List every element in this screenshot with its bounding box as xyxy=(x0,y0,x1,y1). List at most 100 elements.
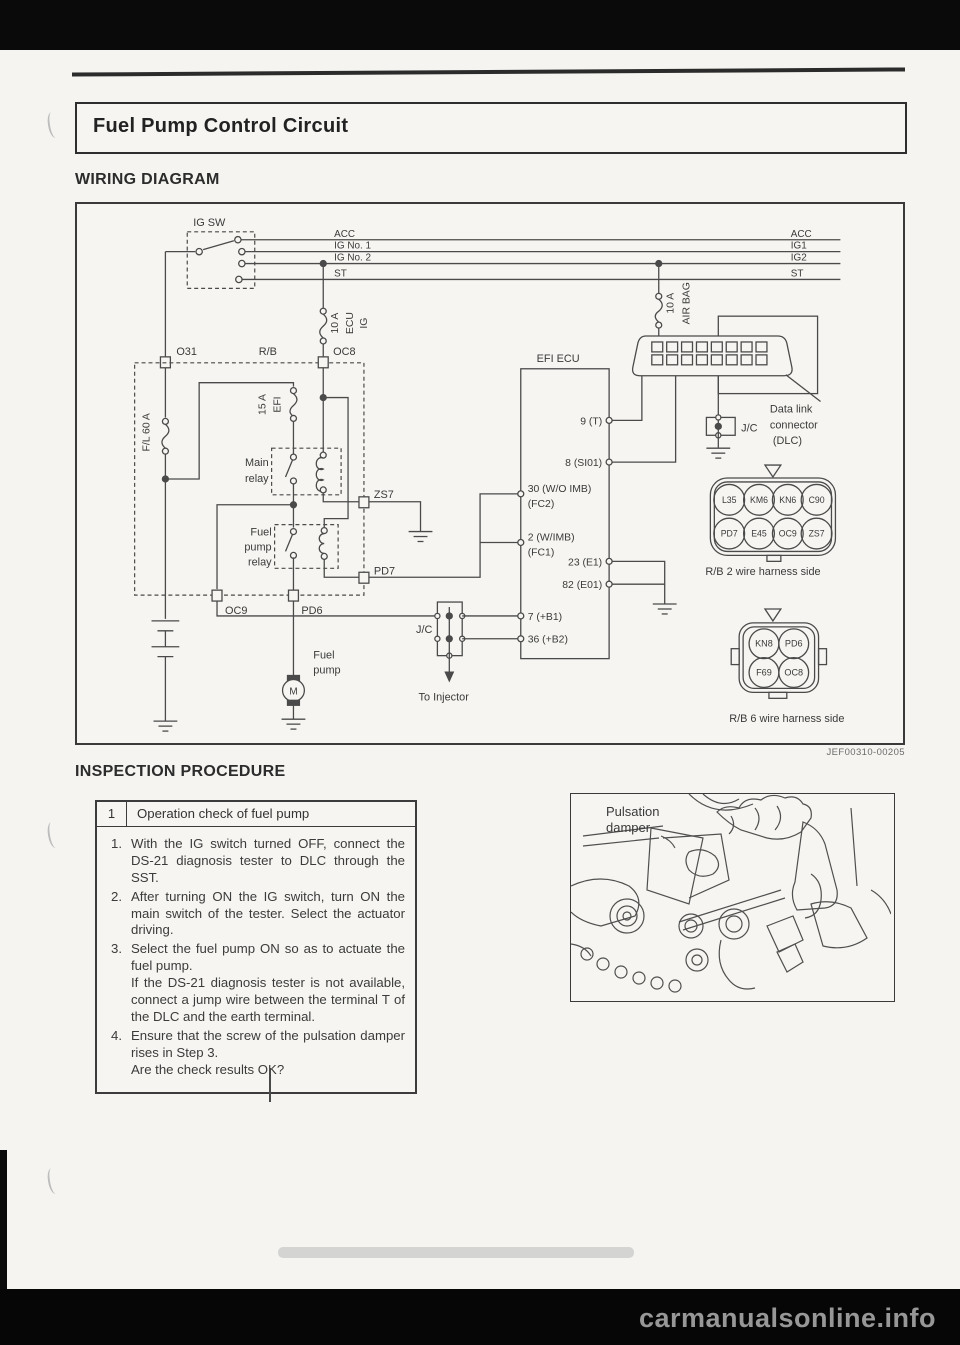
ignition-bus-lines xyxy=(240,239,841,281)
fuel-pump-relay-label-3: relay xyxy=(248,556,272,568)
rb2-harness-connector xyxy=(709,464,837,562)
rb6-harness-connector xyxy=(730,608,828,699)
scan-bottom-black-bar: carmanualsonline.info xyxy=(0,1289,960,1345)
line-st-label: ST xyxy=(334,268,347,279)
inspection-procedure-heading: INSPECTION PROCEDURE xyxy=(75,763,286,780)
pin-36-label: 36 (+B2) xyxy=(528,635,568,646)
pin-2b-label: (FC1) xyxy=(528,547,555,558)
harness4-caption: R/B 6 wire harness side xyxy=(729,713,844,725)
fuel-pump-label-2: pump xyxy=(313,665,340,677)
bus-ig2-label: IG2 xyxy=(791,253,807,264)
pin-7-label: 7 (+B1) xyxy=(528,612,562,623)
pd6-connector xyxy=(287,589,300,602)
step-header-row: 1 Operation check of fuel pump xyxy=(97,802,415,827)
pin-82-label: 82 (E01) xyxy=(562,580,602,591)
harness8-caption: R/B 2 wire harness side xyxy=(705,566,820,578)
oc9-connector xyxy=(211,589,223,602)
harness8-pin-oc9: OC9 xyxy=(779,529,797,539)
zs7-ground-path xyxy=(322,492,433,543)
harness4-pin-kn8: KN8 xyxy=(755,639,773,649)
oc9-to-jc xyxy=(216,601,438,617)
list-item: 2. After turning ON the IG switch, turn … xyxy=(111,888,405,938)
header-rule xyxy=(71,67,906,77)
harness4-pin-pd6: PD6 xyxy=(785,639,803,649)
bus-acc-label: ACC xyxy=(791,229,812,240)
efi-fuse-branch xyxy=(165,382,298,480)
pulsation-damper-figure: Pulsation damper xyxy=(570,793,895,1002)
pulsation-damper-label-2: damper xyxy=(606,820,651,835)
jc-lower-label: J/C xyxy=(416,624,432,636)
pulsation-damper-label-1: Pulsation xyxy=(606,804,659,819)
efi-fuse-label-2: EFI xyxy=(273,396,284,412)
efi-ecu-label: EFI ECU xyxy=(537,353,580,365)
fuel-pump-relay-label-1: Fuel xyxy=(250,527,271,539)
step-title: Operation check of fuel pump xyxy=(137,806,310,821)
step-body: 1. With the IG switch turned OFF, connec… xyxy=(97,827,415,1092)
pin-30-label: 30 (W/O IMB) xyxy=(528,484,592,495)
zs7-label: ZS7 xyxy=(374,489,394,501)
scan-curl-mark xyxy=(45,821,62,849)
harness8-pin-pd7: PD7 xyxy=(721,529,738,539)
ecu-ig-fuse-branch xyxy=(317,259,349,528)
ecu-ig-fuse-label-1: 10 A xyxy=(330,313,341,334)
oc9-label: OC9 xyxy=(225,605,247,617)
main-relay-label-2: relay xyxy=(245,473,269,485)
efi-fuse-label-1: 15 A xyxy=(258,394,269,415)
wiring-diagram: IG SW ACC IG No. 1 IG No. 2 ST ACC IG1 I… xyxy=(75,202,905,745)
pd7-label: PD7 xyxy=(374,565,395,577)
page-title: Fuel Pump Control Circuit xyxy=(93,115,349,137)
motor-label: M xyxy=(289,686,297,697)
harness8-pin-c90: C90 xyxy=(809,495,825,505)
ig-sw-label: IG SW xyxy=(193,217,226,229)
bus-ig1-label: IG1 xyxy=(791,241,807,252)
scan-top-black-bar xyxy=(0,0,960,50)
harness4-pin-f69: F69 xyxy=(756,668,772,678)
relay-block-box xyxy=(134,362,365,596)
dlc-label-3: (DLC) xyxy=(773,435,802,447)
pd6-label: PD6 xyxy=(301,605,322,617)
line-ig-no1-label: IG No. 1 xyxy=(334,241,371,252)
line-acc-label: ACC xyxy=(334,229,355,240)
scan-smudge xyxy=(278,1247,634,1258)
harness8-pin-e45: E45 xyxy=(751,529,767,539)
airbag-fuse-label-1: 10 A xyxy=(666,293,677,314)
scan-curl-mark xyxy=(45,1167,62,1195)
battery-feed-line xyxy=(159,251,172,619)
pin-2-label: 2 (W/IMB) xyxy=(528,533,575,544)
ecu-ig-fuse-label-2: ECU xyxy=(345,312,356,334)
wiring-diagram-svg: IG SW ACC IG No. 1 IG No. 2 ST ACC IG1 I… xyxy=(134,217,844,732)
dlc-label-2: connector xyxy=(770,419,818,431)
fuel-pump-relay-label-2: pump xyxy=(244,541,271,553)
harness8-pin-kn6: KN6 xyxy=(779,495,796,505)
ecu-ground-path xyxy=(612,560,677,615)
pin-8-label: 8 (SI01) xyxy=(565,458,602,469)
list-item: 4. Ensure that the screw of the pulsatio… xyxy=(111,1027,405,1077)
line-ig-no2-label: IG No. 2 xyxy=(334,253,371,264)
oc9-feed xyxy=(216,504,294,590)
wiring-diagram-heading: WIRING DIAGRAM xyxy=(75,171,220,188)
list-item: 1. With the IG switch turned OFF, connec… xyxy=(111,836,405,885)
fusible-link-label: F/L 60 A xyxy=(142,413,153,451)
o31-label: O31 xyxy=(176,346,197,358)
bus-st-label: ST xyxy=(791,268,804,279)
jc-upper-label: J/C xyxy=(741,422,757,434)
pin-9-label: 9 (T) xyxy=(580,416,602,427)
pd7-path xyxy=(323,493,518,584)
oc8-label: OC8 xyxy=(333,346,355,358)
junction-connector-upper xyxy=(705,375,736,459)
ig-switch xyxy=(165,231,256,289)
pin-23-label: 23 (E1) xyxy=(568,557,602,568)
harness4-pin-oc8: OC8 xyxy=(784,668,803,678)
fuel-pump-relay xyxy=(274,524,339,569)
harness8-pin-l35: L35 xyxy=(722,495,737,505)
harness8-pin-km6: KM6 xyxy=(750,495,768,505)
to-injector-label: To Injector xyxy=(419,691,470,703)
watermark-text: carmanualsonline.info xyxy=(638,1303,936,1333)
rb-label: R/B xyxy=(259,346,277,358)
inspection-step-table: 1 Operation check of fuel pump 1. With t… xyxy=(95,800,417,1095)
list-item: 3. Select the fuel pump ON so as to actu… xyxy=(111,941,405,1024)
figure-code: JEF00310-00205 xyxy=(826,747,905,758)
flowchart-stub-line xyxy=(269,1068,271,1102)
junction-connector-lower xyxy=(434,601,518,683)
dlc-label-1: Data link xyxy=(770,403,813,415)
